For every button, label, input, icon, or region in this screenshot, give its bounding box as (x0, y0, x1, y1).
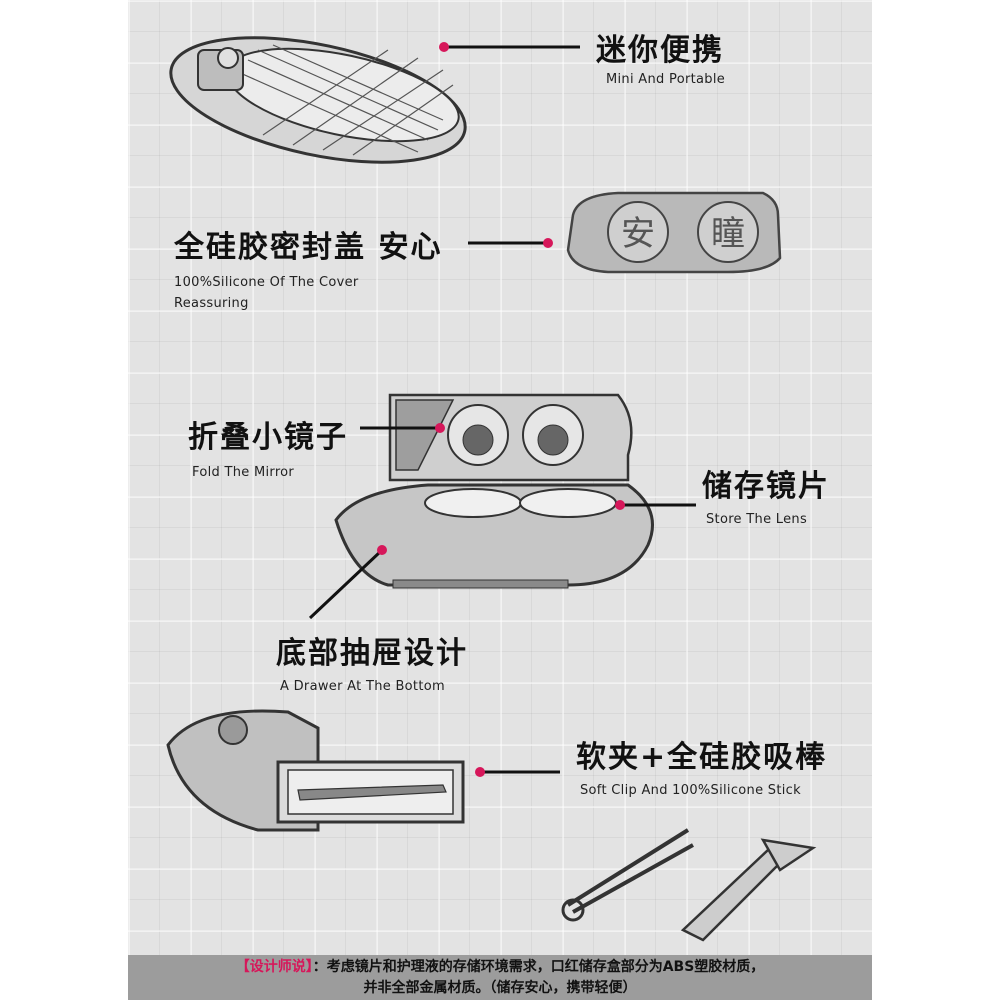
designer-tag: 【设计师说】 (235, 959, 313, 975)
pointer-lines (308, 45, 696, 774)
label-cn: 底部抽屉设计 (276, 636, 468, 671)
label-cn: 迷你便携 (596, 33, 724, 68)
label-cn: 储存镜片 (702, 469, 830, 504)
footer-text-1: ：考虑镜片和护理液的存储环境需求，口红储存盒部分为ABS塑胶材质， (312, 959, 765, 975)
label-en-line2: Reassuring (174, 296, 249, 311)
drawer-sketch (166, 709, 465, 832)
label-fold-mirror: 折叠小镜子 Fold The Mirror (188, 412, 348, 483)
cap-glyph-right: 瞳 (711, 214, 745, 254)
label-en: Mini And Portable (606, 72, 726, 87)
case-top-sketch (169, 36, 467, 164)
pointer-dots (377, 42, 625, 777)
label-en: Store The Lens (706, 512, 808, 527)
product-sheet: 安 瞳 (128, 0, 872, 1000)
label-mini-portable: 迷你便携 Mini And Portable (596, 25, 725, 90)
label-silicone-cover: 全硅胶密封盖 安心 100%Silicone Of The Cover Reas… (174, 222, 442, 314)
label-drawer-bottom: 底部抽屉设计 A Drawer At The Bottom (276, 628, 468, 697)
label-cn: 折叠小镜子 (188, 420, 348, 455)
label-en: A Drawer At The Bottom (280, 679, 445, 694)
tools-sketch (561, 828, 817, 942)
label-store-lens: 储存镜片 Store The Lens (702, 461, 830, 530)
label-soft-clip: 软夹+全硅胶吸棒 Soft Clip And 100%Silicone Stic… (576, 732, 827, 801)
label-en: Fold The Mirror (192, 465, 295, 480)
silicone-cap-sketch: 安 瞳 (566, 191, 782, 274)
label-cn: 软夹+全硅胶吸棒 (576, 740, 828, 775)
open-case-sketch (334, 393, 654, 589)
designer-note-footer: 【设计师说】：考虑镜片和护理液的存储环境需求，口红储存盒部分为ABS塑胶材质， … (128, 955, 872, 1000)
label-cn: 全硅胶密封盖 安心 (174, 230, 443, 265)
footer-line-2: 并非全部金属材质。（储存安心，携带轻便） (363, 980, 637, 996)
sketch-illustrations: 安 瞳 (166, 36, 817, 942)
cap-glyph-left: 安 (621, 214, 655, 254)
label-en-line1: 100%Silicone Of The Cover (174, 275, 359, 290)
footer-line-1: 【设计师说】：考虑镜片和护理液的存储环境需求，口红储存盒部分为ABS塑胶材质， (128, 957, 872, 978)
label-en: Soft Clip And 100%Silicone Stick (580, 783, 801, 798)
